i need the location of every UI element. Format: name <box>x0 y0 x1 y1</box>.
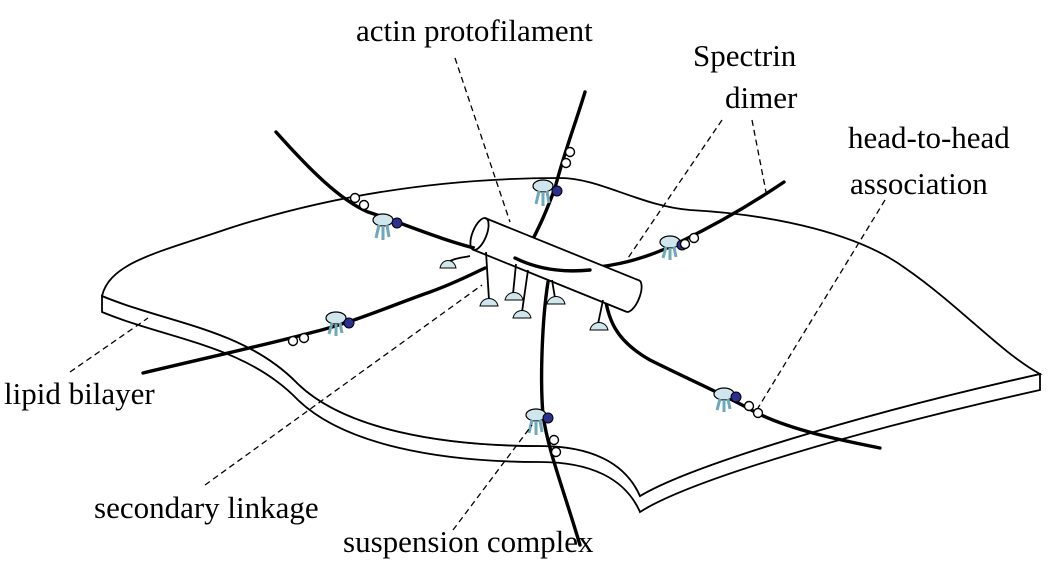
junction-bead <box>548 434 560 446</box>
suspension-complex <box>325 311 355 336</box>
label-head-to-head-line2: association <box>850 166 988 201</box>
suspension-complex <box>372 213 403 240</box>
spectrin-leader-line-1 <box>627 119 723 259</box>
junction-bead <box>358 199 370 211</box>
label-secondary-linkage: secondary linkage <box>94 490 319 525</box>
junction-bead <box>298 332 310 344</box>
label-spectrin-dimer-line1: Spectrin <box>693 38 797 73</box>
bilayer-top-surface <box>100 177 1043 498</box>
secondary-linkage-stalk <box>479 251 499 307</box>
actin-cylinder-end-left <box>469 217 490 251</box>
junction-bead <box>560 157 572 169</box>
head-to-head-beads <box>287 146 764 458</box>
spectrin-leader-line-2 <box>751 119 767 193</box>
junction-bead <box>752 407 764 419</box>
secondary-linkages <box>439 251 609 331</box>
suspension-complex <box>713 387 742 412</box>
label-suspension-complex: suspension complex <box>343 524 594 559</box>
junction-bead <box>349 192 361 204</box>
lipid-bilayer-sheet <box>100 177 1043 514</box>
suspension-complex <box>525 408 554 435</box>
label-lipid-bilayer: lipid bilayer <box>4 376 155 411</box>
junction-bead <box>679 238 691 250</box>
suspension-complex-leader-line <box>452 424 533 531</box>
lipid-bilayer-leader-line <box>69 317 149 373</box>
spectrin-strand-top-left <box>274 130 484 252</box>
junction-bead <box>743 400 755 412</box>
suspension-complex <box>532 179 563 206</box>
actin-cylinder-top-edge <box>484 217 639 281</box>
secondary-linkage-leader-line <box>204 284 483 486</box>
leader-lines <box>69 57 886 531</box>
secondary-linkage-stalk <box>589 299 609 331</box>
junction-bead <box>287 335 299 347</box>
spectrin-strand-top <box>528 90 587 247</box>
actin-leader-line <box>454 57 511 223</box>
label-actin-protofilament: actin protofilament <box>356 13 593 48</box>
actin-cylinder-body <box>474 218 638 312</box>
secondary-linkage-stalk <box>439 255 471 269</box>
head-to-head-leader-line <box>757 199 886 409</box>
spectrin-strand-left <box>141 266 487 375</box>
junction-bead <box>550 446 562 458</box>
label-head-to-head-line1: head-to-head <box>848 120 1010 155</box>
spectrin-over-actin <box>513 256 592 273</box>
actin-cylinder-bottom-edge <box>473 249 628 313</box>
junction-bead <box>564 146 576 158</box>
diagram-labels: actin protofilament Spectrin dimer head-… <box>4 13 1010 559</box>
label-spectrin-dimer-line2: dimer <box>725 80 798 115</box>
junction-bead <box>688 232 700 244</box>
actin-cylinder-end-right <box>626 279 643 313</box>
secondary-linkage-stalk <box>512 269 532 319</box>
secondary-linkage-stalk <box>546 279 566 305</box>
actin-protofilament <box>469 217 643 313</box>
